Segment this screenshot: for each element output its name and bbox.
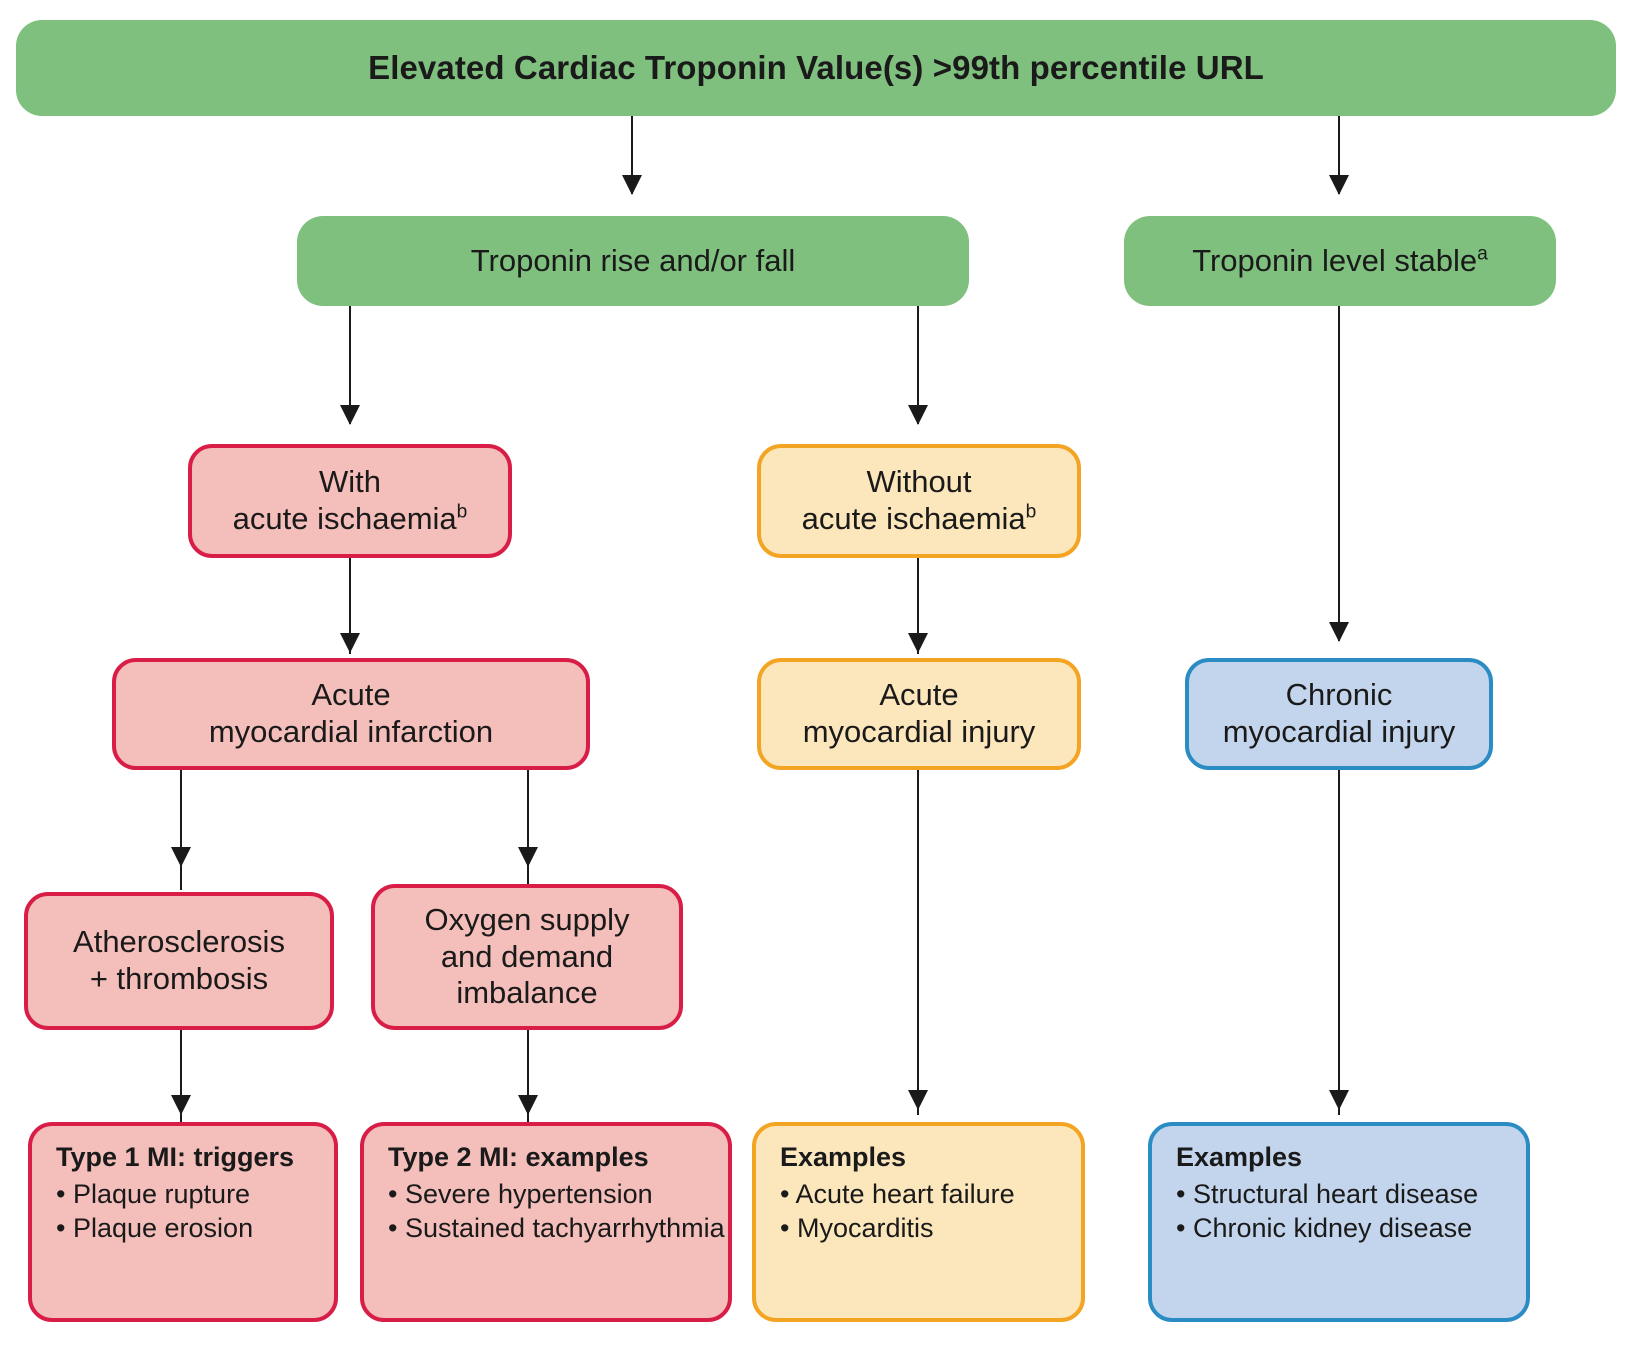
node-label-line2: myocardial infarction	[208, 714, 494, 749]
node-examples-chronic-injury: Examples • Structural heart disease • Ch…	[1148, 1122, 1530, 1322]
node-label-line1: Acute	[311, 677, 391, 713]
list-item: • Structural heart disease	[1176, 1178, 1479, 1209]
node-acute-myocardial-infarction: Acute myocardial infarction	[112, 658, 590, 770]
node-troponin-level-stable: Troponin level stablea	[1124, 216, 1556, 306]
node-atherosclerosis-thrombosis: Atherosclerosis + thrombosis	[24, 892, 334, 1030]
list-item: • Severe hypertension	[388, 1178, 653, 1209]
arrowhead-icon	[1329, 1090, 1349, 1110]
node-label-line1: Atherosclerosis	[73, 924, 285, 960]
connector-line	[527, 1030, 529, 1122]
superscript-b: b	[1025, 501, 1037, 523]
arrowhead-icon	[518, 1095, 538, 1115]
list-heading: Type 1 MI: triggers	[56, 1142, 295, 1172]
arrowhead-icon	[171, 1095, 191, 1115]
arrowhead-icon	[171, 847, 191, 867]
node-label: Elevated Cardiac Troponin Value(s) >99th…	[368, 48, 1264, 86]
arrowhead-icon	[622, 175, 642, 195]
arrowhead-icon	[908, 1090, 928, 1110]
node-label-line2: and demand	[440, 938, 614, 974]
node-label-line1: Oxygen supply	[424, 902, 630, 938]
arrowhead-icon	[1329, 622, 1349, 642]
node-label-line2: myocardial injury	[1222, 714, 1456, 749]
arrowhead-icon	[340, 633, 360, 653]
node-acute-myocardial-injury: Acute myocardial injury	[757, 658, 1081, 770]
connector-line	[349, 558, 351, 654]
connector-line	[1338, 116, 1340, 194]
node-label-line2: myocardial injury	[802, 714, 1036, 749]
connector-line	[527, 770, 529, 890]
node-label-line1: Acute	[879, 677, 959, 713]
node-with-acute-ischaemia: With acute ischaemiab	[188, 444, 512, 558]
connector-line	[917, 770, 919, 1115]
list-heading: Type 2 MI: examples	[388, 1142, 649, 1172]
connector-line	[631, 116, 633, 194]
list-item: • Chronic kidney disease	[1176, 1213, 1473, 1244]
connector-line	[180, 770, 182, 890]
node-examples-acute-injury: Examples • Acute heart failure • Myocard…	[752, 1122, 1085, 1322]
list-item: • Plaque erosion	[56, 1213, 254, 1244]
node-label-line2: + thrombosis	[89, 961, 269, 996]
connector-line	[917, 306, 919, 424]
node-type-2-mi-examples: Type 2 MI: examples • Severe hypertensio…	[360, 1122, 732, 1322]
node-label: Troponin level stablea	[1192, 242, 1488, 278]
connector-line	[1338, 306, 1340, 641]
node-label: Troponin rise and/or fall	[470, 242, 796, 278]
connector-line	[349, 306, 351, 424]
arrowhead-icon	[518, 847, 538, 867]
node-label-line1: With	[319, 464, 381, 500]
arrowhead-icon	[908, 633, 928, 653]
list-heading: Examples	[780, 1142, 907, 1172]
superscript-b: b	[456, 501, 468, 523]
node-label-line1: Without	[866, 464, 972, 500]
node-elevated-cardiac-troponin: Elevated Cardiac Troponin Value(s) >99th…	[16, 20, 1616, 116]
connector-line	[917, 558, 919, 654]
arrowhead-icon	[908, 405, 928, 425]
node-label-line1: Chronic	[1285, 677, 1393, 713]
node-label-line2: acute ischaemiab	[232, 501, 468, 536]
list-item: • Acute heart failure	[780, 1178, 1015, 1209]
list-heading: Examples	[1176, 1142, 1303, 1172]
node-troponin-rise-or-fall: Troponin rise and/or fall	[297, 216, 969, 306]
node-chronic-myocardial-injury: Chronic myocardial injury	[1185, 658, 1493, 770]
node-without-acute-ischaemia: Without acute ischaemiab	[757, 444, 1081, 558]
connector-line	[180, 1030, 182, 1122]
list-item: • Myocarditis	[780, 1213, 934, 1244]
arrowhead-icon	[340, 405, 360, 425]
arrowhead-icon	[1329, 175, 1349, 195]
superscript-a: a	[1477, 243, 1488, 265]
list-item: • Plaque rupture	[56, 1178, 251, 1209]
node-type-1-mi-triggers: Type 1 MI: triggers • Plaque rupture • P…	[28, 1122, 338, 1322]
node-label-line3: imbalance	[456, 975, 598, 1011]
connector-line	[1338, 770, 1340, 1115]
node-oxygen-supply-demand-imbalance: Oxygen supply and demand imbalance	[371, 884, 683, 1030]
list-item: • Sustained tachyarrhythmia	[388, 1213, 725, 1244]
node-label-line2: acute ischaemiab	[801, 501, 1037, 536]
